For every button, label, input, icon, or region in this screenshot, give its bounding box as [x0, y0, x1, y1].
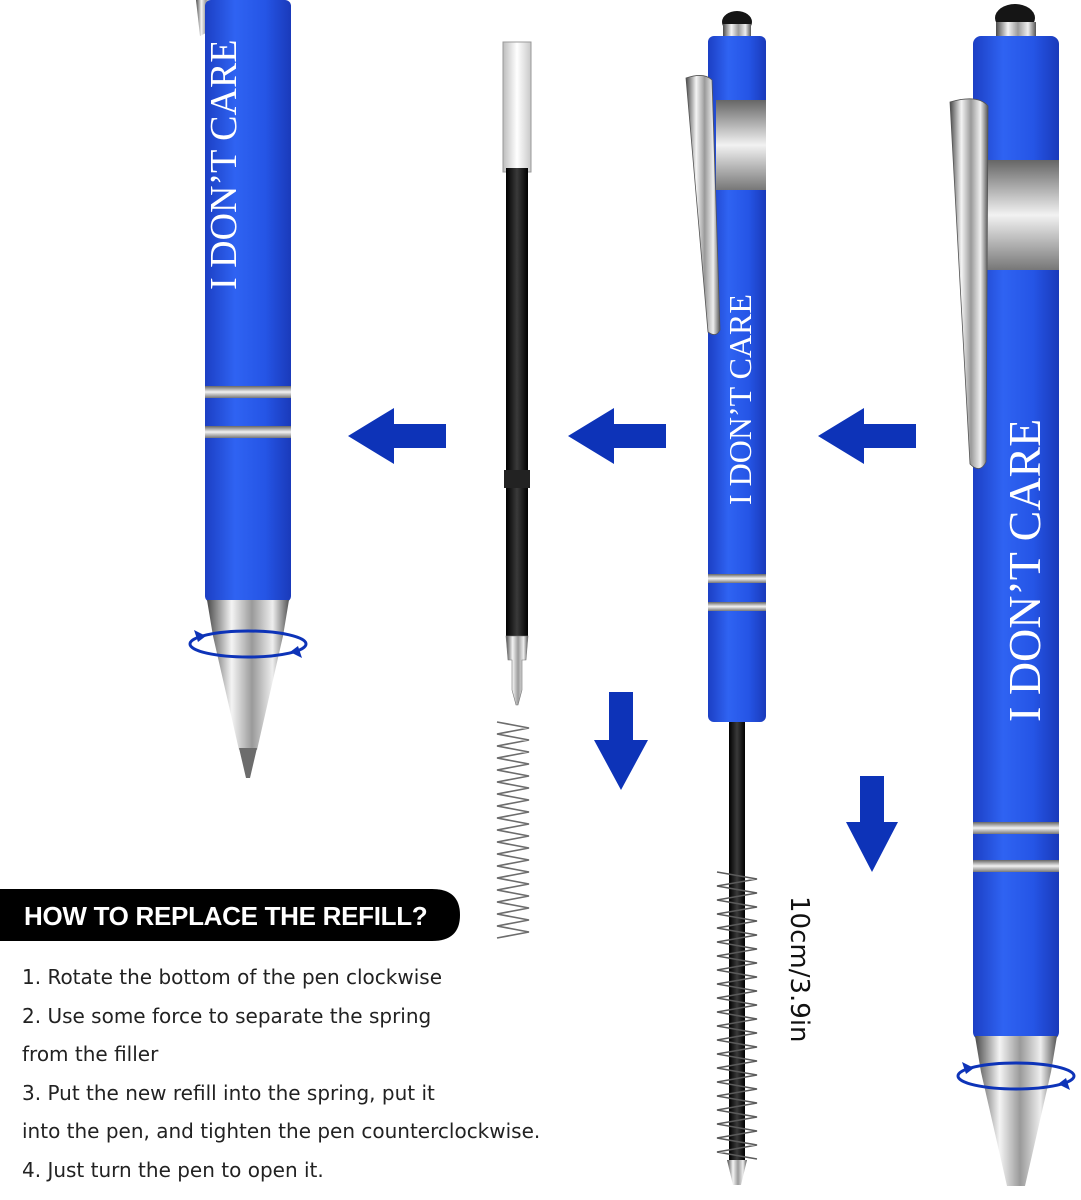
- right-pen-ring-lower: [973, 860, 1059, 872]
- down-arrow-icon: [594, 692, 648, 790]
- left-arrow-icon: [348, 408, 446, 464]
- middle-pen-refill: [729, 722, 745, 1162]
- instruction-line: from the filler: [22, 1042, 159, 1066]
- spring-icon: [496, 721, 530, 939]
- left-pen: [188, 0, 308, 778]
- right-pen-clip-band: [982, 160, 1059, 270]
- middle-pen-ring-lower: [708, 602, 766, 611]
- refill-tip: [505, 635, 529, 706]
- right-pen-clip: [949, 98, 989, 469]
- right-pen: [949, 4, 1076, 1186]
- down-arrow-icon: [846, 776, 898, 872]
- instruction-line: into the pen, and tighten the pen counte…: [22, 1119, 541, 1143]
- refill-joint: [504, 470, 530, 488]
- right-pen-body: [973, 36, 1059, 1040]
- middle-pen-clip-band: [716, 100, 766, 190]
- right-pen-tip: [975, 1036, 1057, 1186]
- instruction-line: 1. Rotate the bottom of the pen clockwis…: [22, 965, 442, 989]
- left-pen-ring-lower: [205, 426, 291, 438]
- right-pen-ring-upper: [973, 822, 1059, 834]
- left-pen-engraving: I DON’T CARE: [203, 39, 245, 290]
- rotate-arrow-icon: [188, 629, 308, 659]
- dimension-text: 10cm/3.9in: [784, 896, 814, 1043]
- instruction-line: 3. Put the new refill into the spring, p…: [22, 1080, 435, 1105]
- middle-pen-clip: [685, 75, 721, 335]
- refill: [502, 41, 532, 706]
- middle-pen: [685, 11, 766, 1185]
- rotate-arrow-icon: [956, 1061, 1076, 1091]
- left-arrow-icon: [568, 408, 666, 464]
- left-pen-ballpoint: [239, 748, 257, 778]
- refill-tube-clear: [502, 41, 532, 173]
- left-pen-body: [205, 0, 291, 602]
- right-pen-engraving: I DON’T CARE: [999, 419, 1050, 722]
- dimension-label: 10cm/3.9in: [778, 896, 818, 1086]
- middle-pen-body: [708, 36, 766, 722]
- instruction-banner: [0, 889, 460, 941]
- left-pen-tip: [207, 600, 289, 750]
- refill-tube-ink: [506, 168, 528, 638]
- instruction-title: HOW TO REPLACE THE REFILL?: [24, 901, 428, 931]
- left-pen-ring-upper: [205, 386, 291, 398]
- instruction-line: 4. Just turn the pen to open it.: [22, 1157, 324, 1182]
- spring-icon: [716, 871, 758, 1160]
- middle-pen-ring-upper: [708, 574, 766, 583]
- instruction-line: 2. Use some force to separate the spring: [22, 1003, 432, 1028]
- instruction-list: 1. Rotate the bottom of the pen clockwis…: [22, 958, 582, 1189]
- middle-pen-engraving: I DON’T CARE: [722, 294, 758, 505]
- left-arrow-icon: [818, 408, 916, 464]
